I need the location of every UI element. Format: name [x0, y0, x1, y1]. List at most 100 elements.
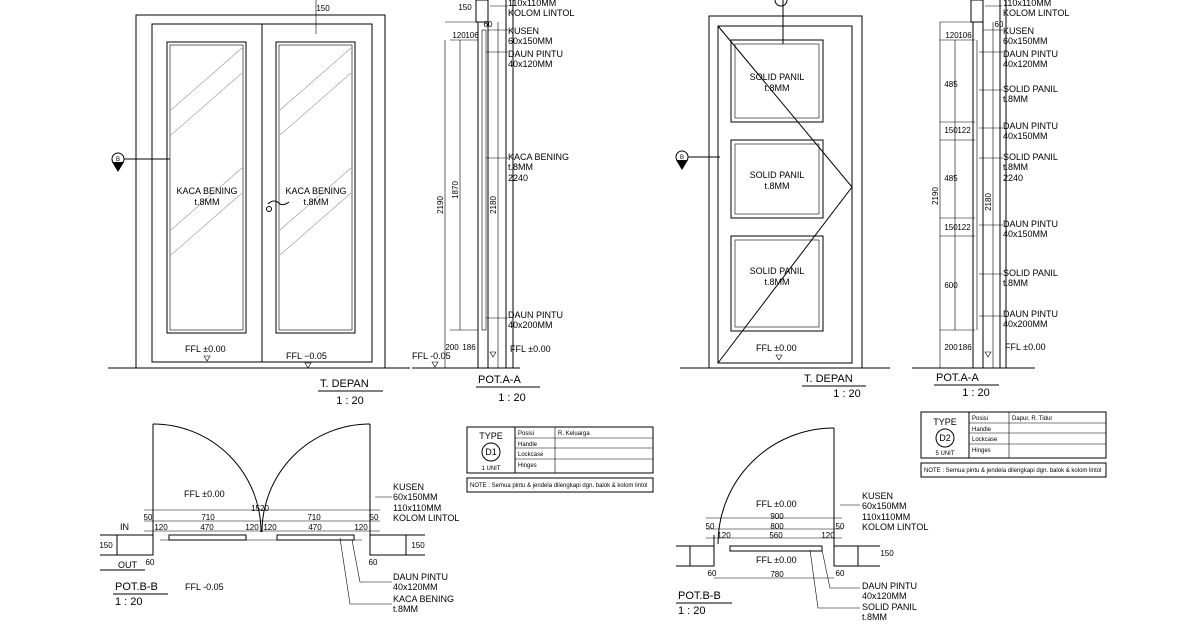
d2-aa-daun-top-label: DAUN PINTU	[1003, 49, 1058, 59]
d2-aa-panel-1-thickness: t.8MM	[1003, 94, 1028, 104]
d2-aa-daun-low-size: 40x150MM	[1003, 229, 1048, 239]
d2-front-view-scale: 1 : 20	[833, 388, 861, 400]
d1-aa-dim-2180: 2180	[489, 196, 498, 214]
d1-section-aa: 150 120 106 60 2190 1870 2180 200 186 11…	[412, 0, 574, 404]
d1-front-elevation: KACA BENING t.8MM KACA BENING t.8MM B 15…	[108, 0, 410, 407]
d1-aa-daun-bottom-size: 40x200MM	[508, 320, 553, 330]
d1-bb-dim-50-left: 50	[144, 513, 153, 522]
d2-panel-1-thickness: t.8MM	[764, 83, 789, 93]
d2-bb-dim-900: 900	[770, 512, 784, 521]
d1-bb-dim-120-c: 120	[263, 523, 277, 532]
d1-bb-dim-120-d: 120	[354, 523, 368, 532]
schedule-d2-type-label: TYPE	[933, 417, 957, 427]
d2-bb-kusen-label: KUSEN	[862, 491, 893, 501]
d2-bb-dim-60-left: 60	[708, 569, 717, 578]
schedule-d2-value-posisi: Dapur, R. Tidur	[1012, 416, 1052, 422]
d2-aa-panel-2-thickness: t.8MM	[1003, 162, 1028, 172]
d1-bb-daun-size: 40x120MM	[393, 582, 438, 592]
d2-aa-kusen-size: 60x150MM	[1003, 36, 1048, 46]
d1-aa-kusen-size: 60x150MM	[508, 36, 553, 46]
d1-plan-bb: FFL ±0.00 1520 50 710 710 50 120 470 120…	[99, 423, 459, 614]
section-marker-b-icon: B	[111, 152, 170, 172]
d2-aa-daun-low-label: DAUN PINTU	[1003, 219, 1058, 229]
d1-bb-dim-120-b: 120	[245, 523, 259, 532]
d2-bb-daun-size: 40x120MM	[862, 591, 907, 601]
d1-bb-kusen-label: KUSEN	[393, 482, 424, 492]
schedule-d2-field-posisi: Posisi	[972, 416, 988, 422]
d2-aa-dim-485-top: 485	[944, 80, 958, 89]
d1-aa-dim-1870: 1870	[451, 181, 460, 199]
d1-bb-ffl-neg: FFL -0.05	[185, 582, 224, 592]
d1-dim-150: 150	[316, 4, 330, 13]
d2-aa-dim-200: 200	[944, 343, 958, 352]
d2-plan-bb-title: POT.B-B	[678, 590, 721, 602]
d2-bb-panel-thickness: t.8MM	[862, 612, 887, 622]
d1-aa-daun-bottom-label: DAUN PINTU	[508, 310, 563, 320]
d1-aa-kolom-size: 110x110MM	[508, 0, 556, 8]
d1-bb-glass-thickness: t.8MM	[393, 604, 418, 614]
d1-front-view-scale: 1 : 20	[336, 395, 364, 407]
schedule-d1: TYPE D1 1 UNIT Posisi Handle Lockcase Hi…	[466, 426, 654, 493]
schedule-d1-note: NOTE : Semua pintu & jendela dilengkapi …	[470, 483, 647, 489]
d2-bb-kolom-label: KOLOM LINTOL	[862, 522, 928, 532]
d2-aa-panel-3-label: SOLID PANIL	[1003, 268, 1058, 278]
d2-front-elevation: SOLID PANIL t.8MM SOLID PANIL t.8MM SOLI…	[675, 0, 890, 400]
d1-aa-dim-60: 60	[484, 20, 493, 29]
d2-section-aa: 120 106 60 485 150 122 485 150 122 600 2…	[912, 0, 1069, 399]
schedule-d1-field-handle: Handle	[518, 442, 538, 448]
d2-aa-kolom-size: 110x110MM	[1003, 0, 1051, 8]
schedule-d2: TYPE D2 5 UNIT Posisi Handle Lockcase Hi…	[920, 411, 1107, 478]
d2-bb-dim-50-right: 50	[836, 522, 845, 531]
d2-aa-dim-60: 60	[995, 20, 1004, 29]
d2-panel-2-thickness: t.8MM	[764, 181, 789, 191]
d2-aa-panel-3-thickness: t.8MM	[1003, 278, 1028, 288]
d2-aa-daun-top-size: 40x120MM	[1003, 59, 1048, 69]
d2-aa-dim-485-mid: 485	[944, 174, 958, 183]
d1-aa-glass-label: KACA BENING	[508, 152, 569, 162]
d2-aa-dim-150-b: 150	[944, 223, 958, 232]
d1-bb-dim-150-left: 150	[99, 541, 113, 550]
d2-aa-dim-600: 600	[944, 281, 958, 290]
d1-front-view-title: T. DEPAN	[320, 378, 369, 390]
d1-bb-dim-470-left: 470	[200, 523, 214, 532]
d1-aa-dim-150: 150	[458, 3, 472, 12]
d2-section-aa-scale: 1 : 20	[962, 387, 990, 399]
d1-bb-dim-50-right: 50	[370, 513, 379, 522]
schedule-d1-type-badge	[481, 442, 501, 462]
d1-aa-dim-186: 186	[462, 343, 476, 352]
schedule-d1-field-hinges: Hinges	[518, 463, 537, 469]
d1-bb-kusen-size: 60x150MM	[393, 492, 438, 502]
d1-bb-kolom-label: KOLOM LINTOL	[393, 513, 459, 523]
d2-bb-dim-560: 560	[769, 531, 783, 540]
d1-plan-bb-scale: 1 : 20	[115, 596, 143, 608]
d2-aa-daun-bottom-label: DAUN PINTU	[1003, 309, 1058, 319]
d2-aa-panel-2-label: SOLID PANIL	[1003, 152, 1058, 162]
d2-bb-dim-780: 780	[770, 570, 784, 579]
d2-bb-kusen-size: 60x150MM	[862, 501, 907, 511]
d2-front-view-title: T. DEPAN	[804, 373, 853, 385]
d1-bb-dim-710-left: 710	[201, 513, 215, 522]
svg-text:B: B	[116, 157, 120, 163]
d1-glass-label-left: KACA BENING	[176, 186, 237, 196]
d1-glass-thickness-left: t.8MM	[194, 197, 219, 207]
d2-aa-daun-mid-label: DAUN PINTU	[1003, 121, 1058, 131]
d2-aa-daun-mid-size: 40x150MM	[1003, 131, 1048, 141]
d2-aa-dim-2190: 2190	[931, 187, 940, 205]
d2-aa-dim-150-a: 150	[944, 126, 958, 135]
d2-aa-dim-186: 186	[958, 343, 972, 352]
d2-bb-dim-150: 150	[880, 549, 894, 558]
schedule-d2-type-badge	[935, 428, 955, 448]
d1-ffl-label: FFL ±0.00	[185, 344, 226, 354]
d1-bb-dim-120-a: 120	[154, 523, 168, 532]
d1-bb-out-label: OUT	[118, 560, 138, 570]
d1-aa-daun-label: DAUN PINTU	[508, 49, 563, 59]
d1-section-aa-title: POT.A-A	[478, 374, 521, 386]
d2-bb-dim-120-right: 120	[821, 531, 835, 540]
d2-aa-panel-height: 2240	[1003, 173, 1023, 183]
d2-aa-kolom-label: KOLOM LINTOL	[1003, 8, 1069, 18]
svg-text:B: B	[680, 155, 684, 161]
d1-bb-dim-60-right: 60	[369, 558, 378, 567]
d2-bb-dim-800: 800	[770, 522, 784, 531]
schedule-d2-field-handle: Handle	[972, 427, 992, 433]
